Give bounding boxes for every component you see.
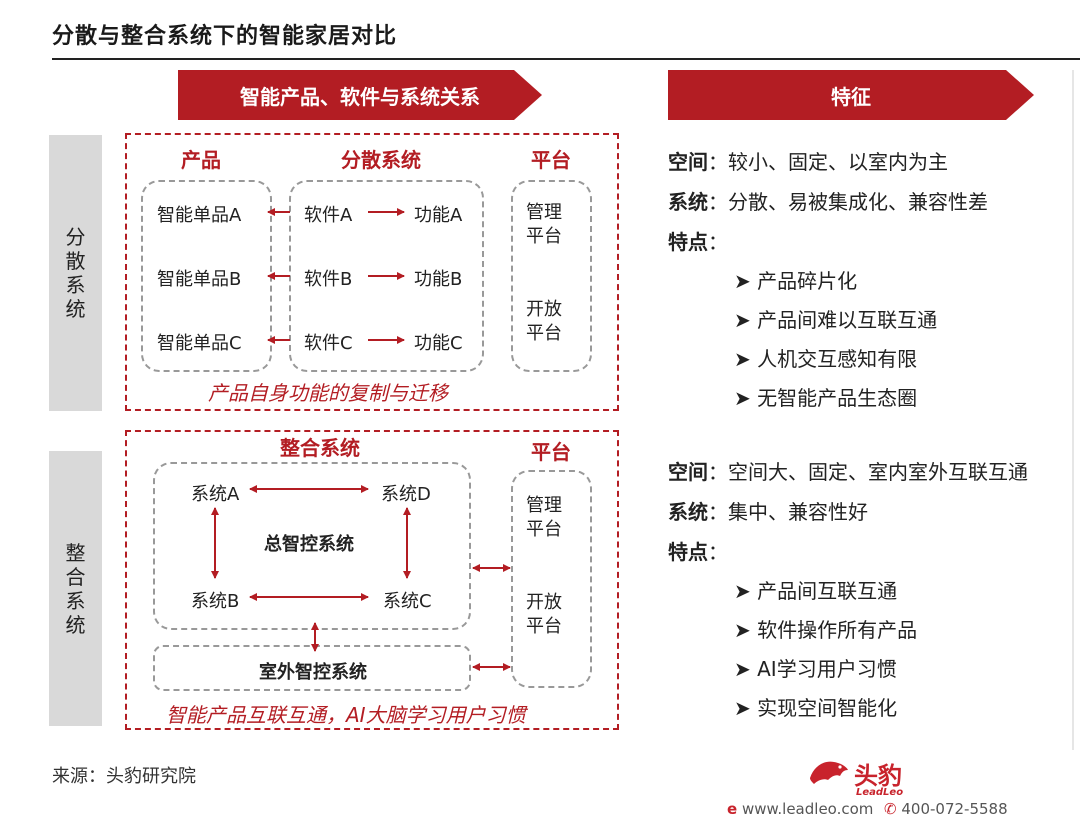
source-note: 来源：头豹研究院: [52, 766, 196, 787]
phone-number: ✆ 400-072-5588: [884, 800, 1008, 818]
banner-relationship-label: 智能产品、软件与系统关系: [240, 84, 480, 109]
platform-open-1: 开放 平台: [526, 299, 562, 344]
trait-bullet: ➤ 人机交互感知有限: [734, 347, 918, 371]
software-item: 软件A: [304, 205, 353, 226]
bullet-icon: ➤: [734, 696, 751, 720]
central-control: 总智控系统: [264, 534, 354, 555]
platform-manage-2: 管理 平台: [526, 495, 562, 540]
function-item: 功能C: [414, 333, 463, 354]
title-divider: [52, 58, 1080, 60]
caption-integrated: 智能产品互联互通，AI大脑学习用户习惯: [166, 703, 526, 727]
function-item: 功能A: [414, 205, 463, 226]
feature-system-1: 系统：分散、易被集成化、兼容性差: [668, 190, 988, 214]
function-item: 功能B: [414, 269, 463, 290]
bullet-icon: ➤: [734, 269, 751, 293]
software-item: 软件B: [304, 269, 353, 290]
logo-sub: LeadLeo: [856, 787, 904, 798]
trait-bullet: ➤ 产品间难以互联互通: [734, 308, 938, 332]
col-head-platform: 平台: [531, 148, 571, 172]
product-item: 智能单品B: [157, 269, 242, 290]
system-d: 系统D: [381, 484, 431, 505]
banner-features: 特征: [668, 70, 1034, 120]
side-label-integrated: 整 合 系 统: [49, 451, 102, 726]
trait-bullet: ➤ AI学习用户习惯: [734, 657, 897, 681]
bullet-icon: ➤: [734, 347, 751, 371]
side-label-distributed: 分 散 系 统: [49, 135, 102, 411]
system-c: 系统C: [383, 591, 432, 612]
trait-bullet: ➤ 产品间互联互通: [734, 579, 898, 603]
feature-traits-1: 特点：: [668, 230, 728, 254]
trait-bullet: ➤ 无智能产品生态圈: [734, 386, 918, 410]
head-integrated: 整合系统: [280, 436, 360, 460]
system-b: 系统B: [191, 591, 240, 612]
feature-traits-2: 特点：: [668, 540, 728, 564]
head-platform-2: 平台: [531, 440, 571, 464]
website-link[interactable]: e www.leadleo.com: [727, 800, 874, 818]
caption-distributed: 产品自身功能的复制与迁移: [208, 381, 448, 405]
col-head-product: 产品: [181, 148, 221, 172]
phone-icon: ✆: [884, 800, 897, 818]
trait-bullet: ➤ 产品碎片化: [734, 269, 858, 293]
web-icon: e: [727, 800, 738, 818]
feature-space-2: 空间：空间大、固定、室内室外互联互通: [668, 460, 1028, 484]
platform-group-1: [511, 180, 592, 372]
feature-space-1: 空间：较小、固定、以室内为主: [668, 150, 948, 174]
leopard-logo-icon: [806, 756, 850, 788]
bullet-icon: ➤: [734, 618, 751, 642]
platform-manage-1: 管理 平台: [526, 202, 562, 247]
bullet-icon: ➤: [734, 386, 751, 410]
banner-features-label: 特征: [831, 84, 871, 109]
software-item: 软件C: [304, 333, 353, 354]
bullet-icon: ➤: [734, 308, 751, 332]
trait-bullet: ➤ 软件操作所有产品: [734, 618, 918, 642]
product-item: 智能单品A: [157, 205, 242, 226]
system-a: 系统A: [191, 484, 240, 505]
page-title: 分散与整合系统下的智能家居对比: [52, 24, 398, 49]
distributed-system-frame: [125, 133, 619, 411]
right-divider: [1072, 70, 1074, 750]
platform-group-2: [511, 470, 592, 688]
col-head-distributed: 分散系统: [341, 148, 421, 172]
product-item: 智能单品C: [157, 333, 242, 354]
outdoor-control: 室外智控系统: [259, 662, 367, 683]
feature-system-2: 系统：集中、兼容性好: [668, 500, 868, 524]
trait-bullet: ➤ 实现空间智能化: [734, 696, 898, 720]
bullet-icon: ➤: [734, 579, 751, 603]
platform-open-2: 开放 平台: [526, 592, 562, 637]
bullet-icon: ➤: [734, 657, 751, 681]
integrated-system-frame: [125, 430, 619, 730]
banner-relationship: 智能产品、软件与系统关系: [178, 70, 542, 120]
logo-name: 头豹: [854, 762, 902, 790]
